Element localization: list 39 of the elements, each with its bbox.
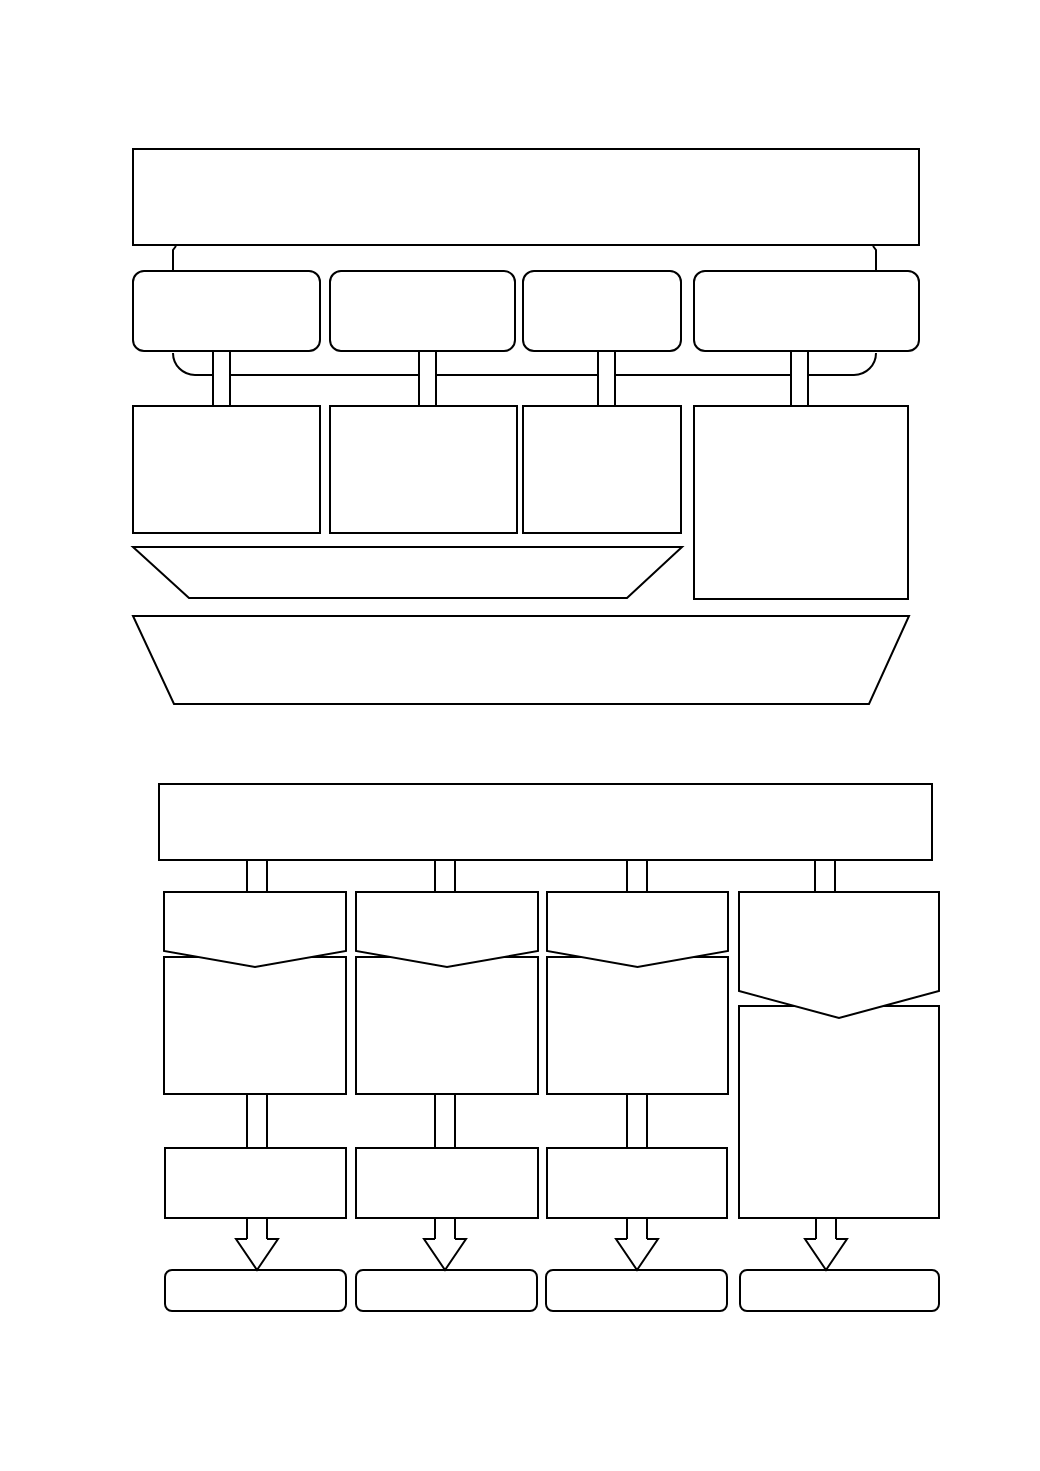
content-box (522, 405, 682, 534)
block-arrow (235, 1217, 279, 1271)
content-box (546, 1147, 728, 1219)
trapezoid-band (132, 546, 683, 599)
connector-bar (246, 1093, 268, 1149)
rounded-box (693, 270, 920, 352)
header-box (132, 148, 920, 246)
rounded-box (164, 1269, 347, 1312)
connector-bar (626, 1093, 648, 1149)
block-arrow (804, 1217, 848, 1271)
content-box (329, 405, 518, 534)
pentagon-box (738, 891, 940, 1019)
content-box (163, 956, 347, 1095)
connector-bar (246, 859, 268, 893)
rounded-box (739, 1269, 940, 1312)
rounded-box (522, 270, 682, 352)
header-box (158, 783, 933, 861)
block-arrow (615, 1217, 659, 1271)
trapezoid-band (132, 615, 910, 705)
connector-bar (790, 350, 809, 407)
content-box (693, 405, 909, 600)
content-box (132, 405, 321, 534)
content-box (546, 956, 729, 1095)
content-box (355, 956, 539, 1095)
connector-bar (814, 859, 836, 893)
connector-bar (626, 859, 648, 893)
rounded-box (329, 270, 516, 352)
connector-bar (434, 859, 456, 893)
connector-bar (597, 350, 616, 407)
rounded-box (355, 1269, 538, 1312)
rounded-box (132, 270, 321, 352)
content-box (355, 1147, 539, 1219)
content-box (738, 1005, 940, 1219)
connector-bar (418, 350, 437, 407)
content-box (164, 1147, 347, 1219)
connector-bar (434, 1093, 456, 1149)
connector-bar (212, 350, 231, 407)
block-arrow (423, 1217, 467, 1271)
rounded-box (545, 1269, 728, 1312)
